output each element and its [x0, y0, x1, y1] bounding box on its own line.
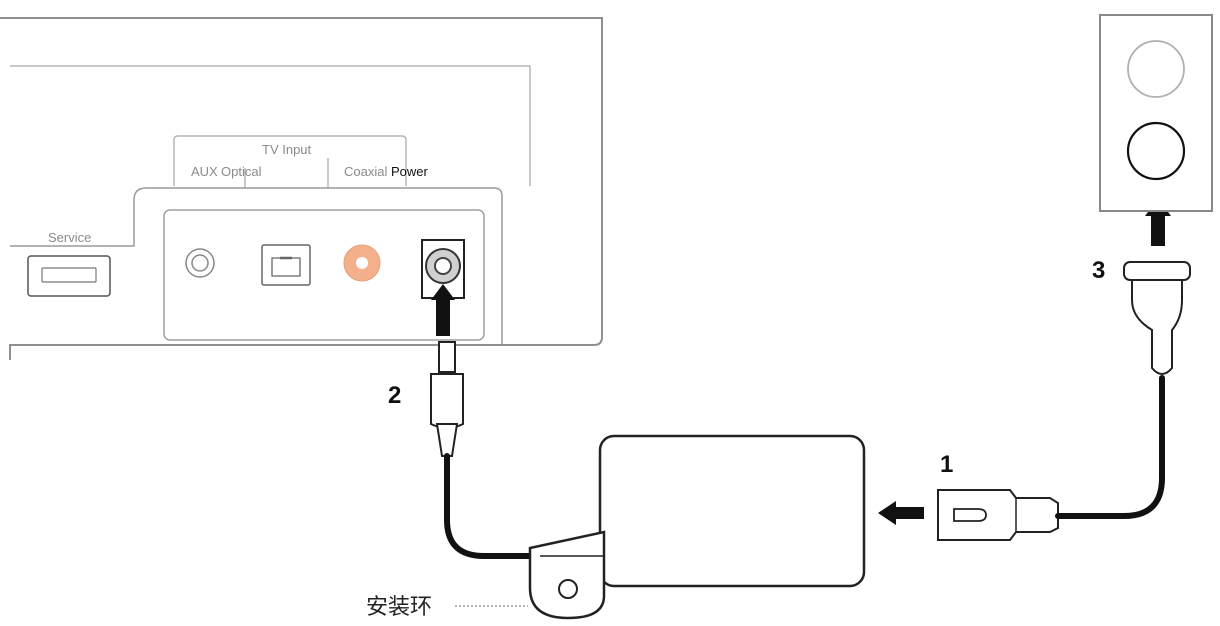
soundbar-rear-panel: TV Input AUX Optical Coaxial Power Servi…	[0, 17, 603, 360]
power-adapter-brick	[598, 434, 866, 588]
power-port	[421, 239, 465, 299]
outlet-socket-bottom	[1126, 121, 1186, 181]
aux-port	[185, 248, 215, 278]
power-label: Power	[391, 164, 429, 179]
dc-cable	[444, 453, 543, 559]
ac-plug	[937, 489, 1059, 541]
arrow-left-to-adapter	[878, 501, 924, 525]
connector-panel-step	[10, 187, 503, 345]
tv-input-bracket	[173, 135, 407, 186]
dc-plug	[430, 341, 464, 457]
step-3-label: 3	[1092, 257, 1105, 284]
outlet-socket-top	[1127, 40, 1185, 98]
service-usb-port	[27, 255, 111, 297]
wall-outlet	[1099, 14, 1213, 212]
aux-label: AUX	[191, 164, 218, 179]
step-1-label: 1	[940, 451, 953, 478]
mounting-ring-label: 安装环	[366, 595, 432, 620]
ac-cable	[1055, 375, 1165, 519]
service-label: Service	[48, 230, 91, 245]
coaxial-label: Coaxial	[344, 164, 387, 179]
arrow-up-to-power-port	[431, 284, 455, 336]
mounting-ring	[528, 530, 606, 620]
step-2-label: 2	[388, 382, 401, 409]
optical-port	[261, 244, 311, 286]
coaxial-port	[343, 244, 381, 282]
soundbar-outer-body	[0, 17, 603, 360]
tv-input-label: TV Input	[262, 142, 312, 157]
wall-plug	[1123, 261, 1191, 375]
soundbar-inner-recess	[10, 65, 531, 186]
connector-panel-inner	[163, 209, 485, 341]
optical-label: Optical	[221, 164, 262, 179]
